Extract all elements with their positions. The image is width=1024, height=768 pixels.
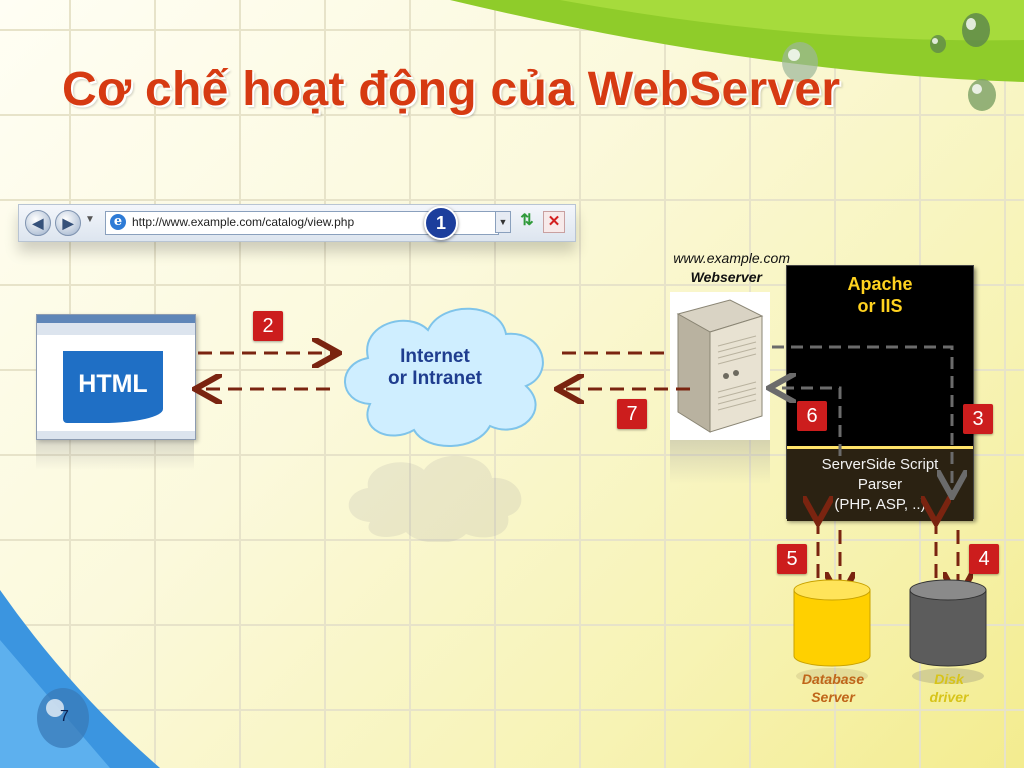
server-tower-icon [670, 292, 770, 440]
history-dropdown-icon[interactable]: ▼ [85, 214, 95, 225]
step-5-badge: 5 [777, 544, 807, 574]
back-arrow-icon[interactable]: ◀ [25, 210, 51, 236]
browser-address-bar: ◀ ▶ ▼ e http://www.example.com/catalog/v… [18, 204, 576, 242]
window-statusbar [37, 431, 195, 439]
cloud-label-line1: Internet [400, 346, 470, 367]
client-browser-window: HTML [36, 314, 196, 440]
parser-label: ServerSide Script Parser (PHP, ASP, ..) [787, 455, 973, 515]
apache-label: Apache or IIS [787, 273, 973, 317]
cloud-label: Internet or Intranet [360, 346, 510, 390]
disk-driver-label: Disk driver [904, 670, 994, 706]
url-dropdown-icon[interactable]: ▼ [495, 211, 511, 233]
database-label-line2: Server [811, 689, 855, 705]
apache-label-line2: or IIS [857, 296, 903, 316]
disk-label-line2: driver [929, 689, 969, 705]
server-reflection [670, 440, 770, 484]
server-label: Webserver [690, 269, 762, 285]
stop-icon[interactable]: ✕ [543, 211, 565, 233]
slide-number: 7 [60, 708, 69, 725]
url-input[interactable]: e http://www.example.com/catalog/view.ph… [105, 206, 499, 240]
return-to-server-arrow [772, 388, 842, 456]
step-7-badge: 7 [617, 399, 647, 429]
database-cylinder-icon [793, 579, 871, 684]
window-toolbar [37, 323, 195, 335]
server-url: www.example.com [673, 250, 790, 266]
disk-cylinder-icon [909, 579, 987, 684]
parser-label-line3: (PHP, ASP, ..) [834, 496, 926, 513]
forward-to-parser-arrow [772, 345, 952, 494]
ie-page-icon: e [110, 214, 126, 230]
refresh-icon[interactable]: ⇅ [520, 212, 534, 229]
cloud-icon [344, 307, 544, 447]
disk-label-line1: Disk [934, 671, 964, 687]
html-document-icon: HTML [63, 351, 163, 423]
droplet-icon [37, 13, 996, 748]
apache-label-line1: Apache [847, 274, 913, 294]
parser-label-line2: Parser [857, 476, 903, 493]
window-titlebar [37, 315, 195, 323]
step-4-badge: 4 [969, 544, 999, 574]
step-6-badge: 6 [797, 401, 827, 431]
browser-reflection [36, 440, 194, 470]
database-server-label: Database Server [788, 670, 878, 706]
step-3-badge: 3 [963, 404, 993, 434]
step-2-badge: 2 [253, 311, 283, 341]
forward-arrow-icon[interactable]: ▶ [55, 210, 81, 236]
storage-cylinders [793, 579, 987, 684]
slide-title: Cơ chế hoạt động của WebServer [62, 63, 841, 116]
database-label-line1: Database [801, 671, 865, 687]
cloud-label-line2: or Intranet [388, 368, 482, 389]
cloud-reflection [348, 455, 522, 542]
parser-label-line1: ServerSide Script [821, 456, 939, 473]
url-text: http://www.example.com/catalog/view.php [132, 215, 355, 229]
step-1-badge: 1 [424, 206, 458, 240]
